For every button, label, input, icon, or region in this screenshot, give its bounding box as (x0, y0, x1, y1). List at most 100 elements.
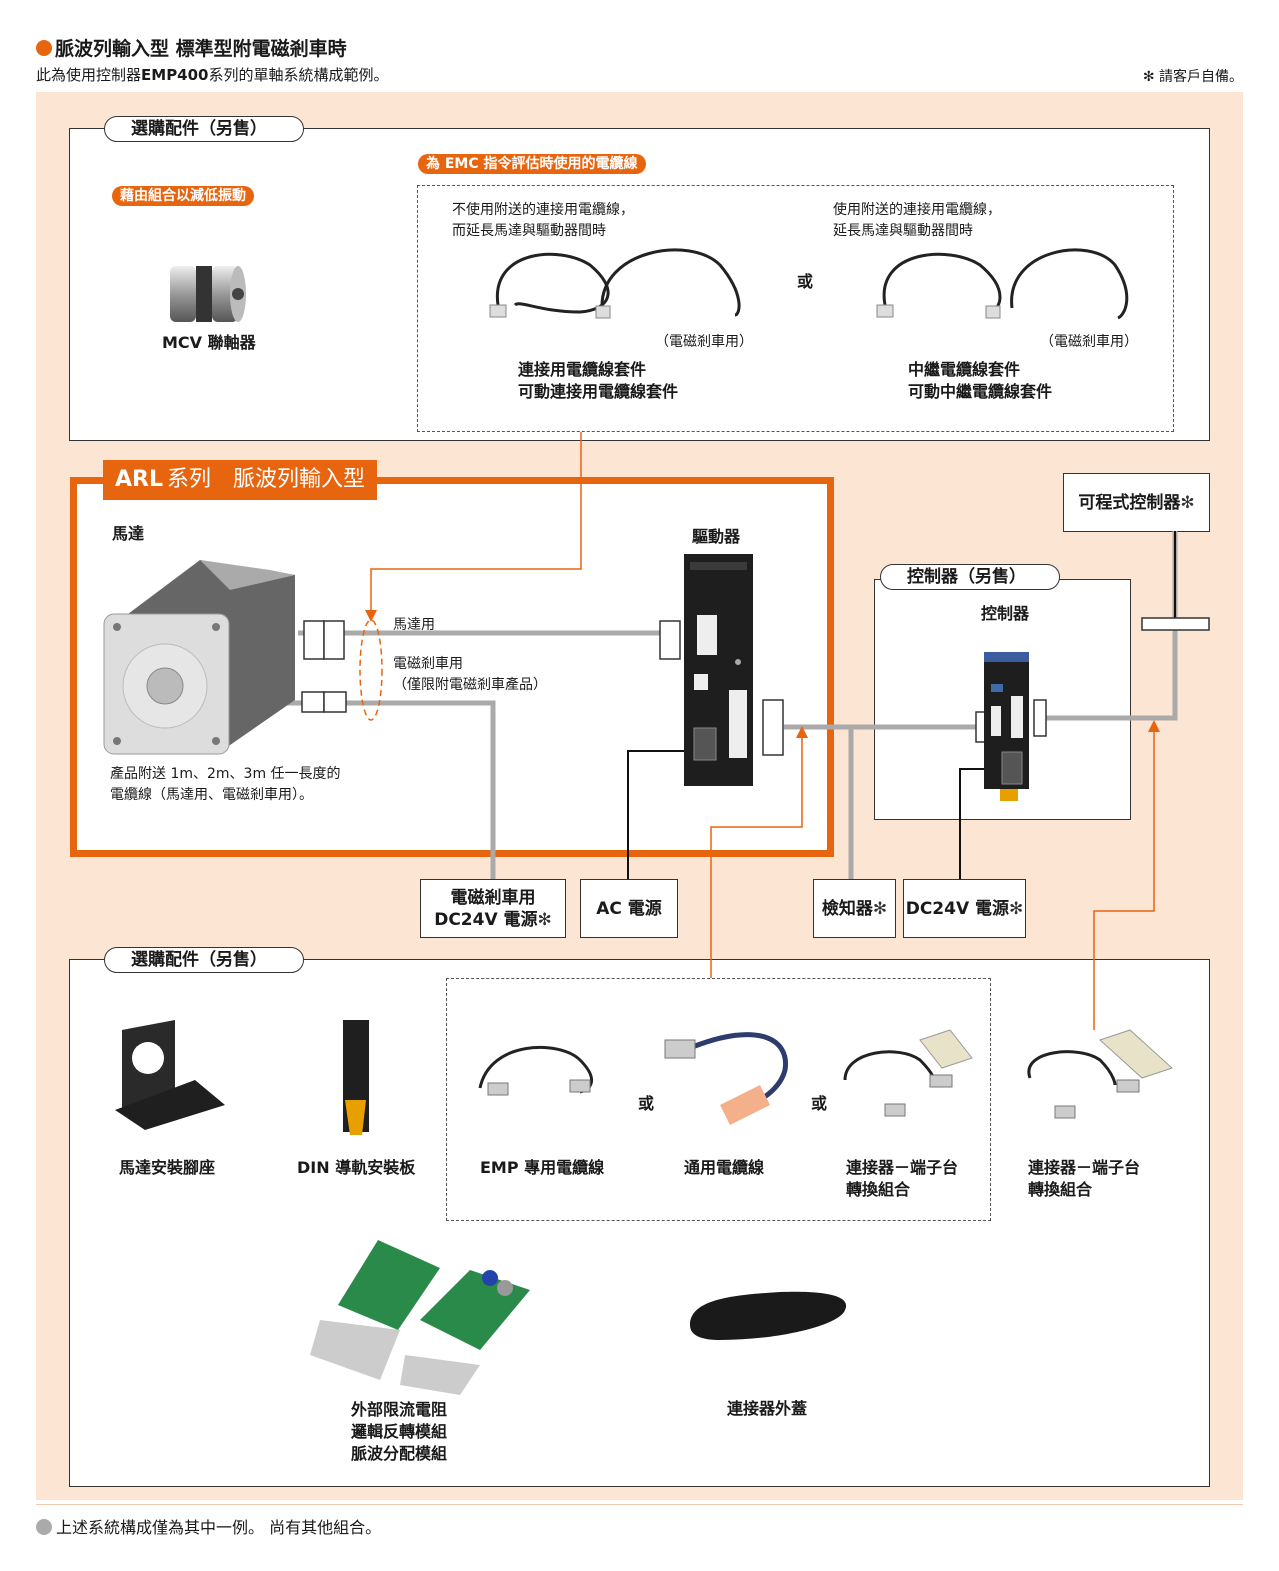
terminal-line: 連接器－端子台 (846, 1158, 959, 1177)
motor-cable-label: 馬達用 (393, 617, 435, 633)
orange-arrows (370, 432, 1155, 1030)
gray-dot-icon (36, 1519, 52, 1535)
customer-supplied-note: ✻ 請客戶自備。 (1142, 69, 1243, 85)
cable-connector-icon (876, 304, 894, 318)
desc-line: 而延長馬達與驅動器間時 (452, 223, 606, 239)
terminal-block-2-label: 連接器－端子台轉換組合 (1028, 1157, 1140, 1201)
motor-mount-icon (115, 1020, 225, 1130)
power-line: 電磁剎車用 (450, 887, 536, 908)
included-cable-note: 產品附送 1m、2m、3m 任一長度的電纜線（馬達用、電磁剎車用）。 (110, 764, 341, 806)
footer-text: 上述系統構成僅為其中一例。 尚有其他組合。 (56, 1518, 382, 1537)
plc-text: 可程式控制器 (1078, 492, 1181, 513)
or-label: 或 (797, 272, 814, 291)
kit-line: 可動中繼電纜線套件 (908, 382, 1053, 401)
controller-unit-icon (984, 652, 1029, 801)
driver-label: 驅動器 (692, 527, 741, 546)
brake-note-left: （電磁剎車用） (655, 334, 753, 350)
title-text: 脈波列輸入型 標準型附電磁剎車時 (55, 38, 347, 60)
star-mark: ✻ (872, 898, 888, 919)
extension-cable-icon (882, 248, 1129, 320)
terminal-line: 轉換組合 (846, 1180, 911, 1199)
coupling-label: MCV 聯軸器 (162, 333, 256, 352)
top-options-panel (69, 128, 1210, 441)
footer-note: 上述系統構成僅為其中一例。 尚有其他組合。 (36, 1514, 381, 1538)
motor-label: 馬達 (112, 524, 145, 543)
terminal-line: 轉換組合 (1028, 1180, 1093, 1199)
emp-cable-group (446, 978, 991, 1221)
subtitle-model: EMP400 (141, 66, 209, 84)
brake-cable-label: 電磁剎車用 （僅限附電磁剎車產品） (393, 654, 547, 696)
kit-line: 中繼電纜線套件 (908, 360, 1021, 379)
footer-divider (36, 1504, 1243, 1505)
din-rail-plate-icon (343, 1020, 369, 1135)
connector-icon (664, 1039, 696, 1059)
page-subtitle: 此為使用控制器EMP400系列的單軸系統構成範例。 (36, 64, 389, 85)
or-label-1: 或 (638, 1094, 655, 1113)
loose-wires-icon (720, 1085, 770, 1125)
star-mark: ✻ (1009, 898, 1024, 919)
extension-kit-label: 中繼電纜線套件可動中繼電纜線套件 (908, 359, 1052, 403)
connection-kit-label: 連接用電纜線套件可動連接用電纜線套件 (518, 359, 678, 403)
desc-line: 使用附送的連接用電纜線， (833, 202, 1001, 218)
emc-cable-group (417, 185, 1174, 432)
left-cable-desc: 不使用附送的連接用電纜線， 而延長馬達與驅動器間時 (452, 200, 634, 242)
emp-cable-label: EMP 專用電纜線 (480, 1158, 605, 1177)
connector-icon (569, 1079, 591, 1093)
controller-options-label: 控制器（另售） (880, 564, 1060, 590)
subtitle-pre: 此為使用控制器 (36, 66, 142, 84)
sensor-box: 檢知器✻ (813, 879, 896, 938)
top-options-label: 選購配件（另售） (104, 116, 304, 142)
right-cable-desc: 使用附送的連接用電纜線，延長馬達與驅動器間時 (833, 200, 1001, 242)
module-boards-icon (310, 1240, 530, 1395)
brake-line: （僅限附電磁剎車產品） (393, 677, 547, 693)
bottom-options-label: 選購配件（另售） (104, 947, 304, 973)
star-mark: ✻ (1180, 492, 1195, 513)
plc-box: 可程式控制器✻ (1063, 473, 1210, 532)
vibration-tag: 藉由組合以減低振動 (112, 186, 254, 206)
power-line: DC24V 電源 (434, 909, 538, 930)
controller-name: 控制器 (981, 604, 1030, 623)
desc-line: 不使用附送的連接用電纜線， (452, 202, 634, 218)
module-line: 外部限流電阻 (351, 1400, 448, 1419)
star-mark: ✻ (537, 909, 552, 930)
cable-bundle-marker (359, 619, 383, 721)
modules-label: 外部限流電阻邏輯反轉模組脈波分配模組 (351, 1399, 447, 1465)
or-label-2: 或 (811, 1094, 828, 1113)
cable-connector-icon (985, 305, 1001, 319)
brake-note-right: （電磁剎車用） (1040, 334, 1138, 350)
dc24-power-box: DC24V 電源✻ (903, 879, 1026, 938)
terminal-block-2-icon (1027, 1029, 1173, 1119)
connector-cover-icon (690, 1291, 847, 1340)
arl-tab-text: 系列 脈波列輸入型 (167, 467, 366, 492)
terminal-line: 連接器－端子台 (1028, 1158, 1141, 1177)
note-line: 電纜線（馬達用、電磁剎車用）。 (110, 787, 313, 803)
driver-unit-icon (684, 554, 753, 786)
ac-power-box: AC 電源 (580, 879, 678, 938)
coupling-icon (170, 266, 246, 322)
general-cable-label: 通用電纜線 (684, 1158, 765, 1177)
kit-line: 連接用電纜線套件 (518, 360, 647, 379)
din-rail-label: DIN 導軌安裝板 (297, 1158, 416, 1177)
module-line: 脈波分配模組 (351, 1444, 448, 1463)
arl-brand: ARL (115, 467, 163, 492)
subtitle-post: 系列的單軸系統構成範例。 (208, 66, 389, 84)
connection-cable-icon (495, 248, 741, 317)
stepping-motor-icon (103, 560, 295, 755)
sensor-text: 檢知器 (821, 898, 873, 919)
arrow-heads (365, 610, 1160, 738)
page-title: 脈波列輸入型 標準型附電磁剎車時 (36, 34, 347, 61)
motor-mount-label: 馬達安裝腳座 (119, 1158, 216, 1177)
emc-tag: 為 EMC 指令評估時使用的電纜線 (418, 154, 646, 174)
cable-connector-icon (489, 304, 507, 318)
connector-cover-label: 連接器外蓋 (727, 1399, 808, 1418)
terminal-block-1-icon (843, 1029, 973, 1117)
dc24-text: DC24V 電源 (905, 898, 1010, 919)
brake-line: 電磁剎車用 (393, 656, 463, 672)
terminal-block-1-label: 連接器－端子台轉換組合 (846, 1157, 958, 1201)
note-line: 產品附送 1m、2m、3m 任一長度的 (110, 766, 341, 782)
connector-icon (487, 1082, 509, 1096)
